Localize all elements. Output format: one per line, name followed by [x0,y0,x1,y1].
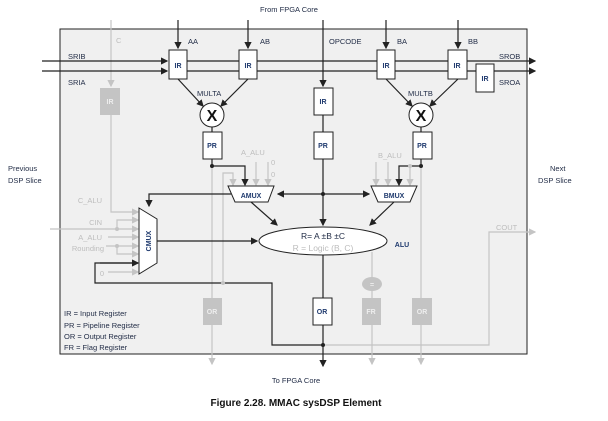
alu-label: ALU [395,242,409,249]
equals-icon: = [370,282,374,289]
alu: R= A ±B ±C R = Logic (B, C) [258,226,388,256]
pipeline-register: PR [202,131,223,160]
amux-zero-label: 0 [271,158,275,167]
output-register: OR [312,297,333,326]
svg-text:IR: IR [383,63,390,70]
legend: IR = Input Register PR = Pipeline Regist… [64,309,140,352]
input-register: IR [313,87,334,116]
from-fpga-core-label: From FPGA Core [260,5,318,14]
amux: AMUX [227,185,275,203]
svg-text:IR: IR [245,63,252,70]
flag-compare: = [362,277,382,291]
svg-text:OR: OR [207,309,218,316]
multa-label: MULTA [197,89,221,98]
input-register: IR [475,63,495,93]
dsp-element-block [59,28,528,355]
legend-item: OR = Output Register [64,332,137,341]
svg-text:OR: OR [417,309,428,316]
legend-item: IR = Input Register [64,309,127,318]
svg-text:CMUX: CMUX [146,230,153,251]
aa-input-label: AA [188,37,198,46]
cout-label: COUT [496,223,518,232]
svg-text:IR: IR [482,76,489,83]
next-slice-label: DSP Slice [538,176,572,185]
input-register: IR [100,88,120,115]
to-fpga-core-label: To FPGA Core [272,376,320,385]
ab-input-label: AB [260,37,270,46]
svg-text:PR: PR [417,143,427,150]
output-register: OR [412,298,432,325]
cmux: CMUX [138,207,158,275]
svg-text:IR: IR [454,63,461,70]
bb-input-label: BB [468,37,478,46]
svg-text:AMUX: AMUX [241,193,262,200]
figure-caption: Figure 2.28. MMAC sysDSP Element [211,398,383,409]
input-register: IR [238,49,258,80]
bmux: BMUX [370,185,418,203]
svg-text:OR: OR [317,309,328,316]
svg-text:BMUX: BMUX [384,193,405,200]
legend-item: FR = Flag Register [64,343,128,352]
sroa-label: SROA [499,78,520,87]
srib-label: SRIB [68,52,86,61]
c-input-label: C [116,36,122,45]
cin-label: CIN [89,218,102,227]
multiply-icon: X [416,108,427,125]
svg-text:FR: FR [366,309,375,316]
svg-text:PR: PR [318,143,328,150]
pipeline-register: PR [313,131,334,160]
input-register: IR [447,49,468,80]
svg-text:IR: IR [320,99,327,106]
legend-item: PR = Pipeline Register [64,321,140,330]
previous-slice-label: DSP Slice [8,176,42,185]
previous-slice-label: Previous [8,164,37,173]
a-alu-label: A_ALU [241,148,265,157]
svg-text:IR: IR [107,99,114,106]
alu-logic-equation: R = Logic (B, C) [293,243,354,253]
svg-text:IR: IR [175,63,182,70]
srob-label: SROB [499,52,520,61]
input-register: IR [168,49,188,80]
b-alu-label: B_ALU [378,151,402,160]
input-register: IR [376,49,396,80]
c-alu-label: C_ALU [78,196,102,205]
pipeline-register: PR [412,131,433,160]
cmux-a-alu-label: A_ALU [78,233,102,242]
alu-arith-equation: R= A ±B ±C [301,231,345,241]
multiplier-a: X [199,102,225,128]
cmux-zero-label: 0 [100,269,104,278]
output-register: OR [203,298,222,325]
amux-zero-label: 0 [271,170,275,179]
rounding-label: Rounding [72,244,104,253]
multiply-icon: X [207,108,218,125]
ba-input-label: BA [397,37,407,46]
wires [42,20,535,366]
sria-label: SRIA [68,78,86,87]
multb-label: MULTB [408,89,433,98]
multiplier-b: X [408,102,434,128]
flag-register: FR [362,298,381,325]
opcode-input-label: OPCODE [329,37,362,46]
next-slice-label: Next [550,164,566,173]
svg-text:PR: PR [207,143,217,150]
